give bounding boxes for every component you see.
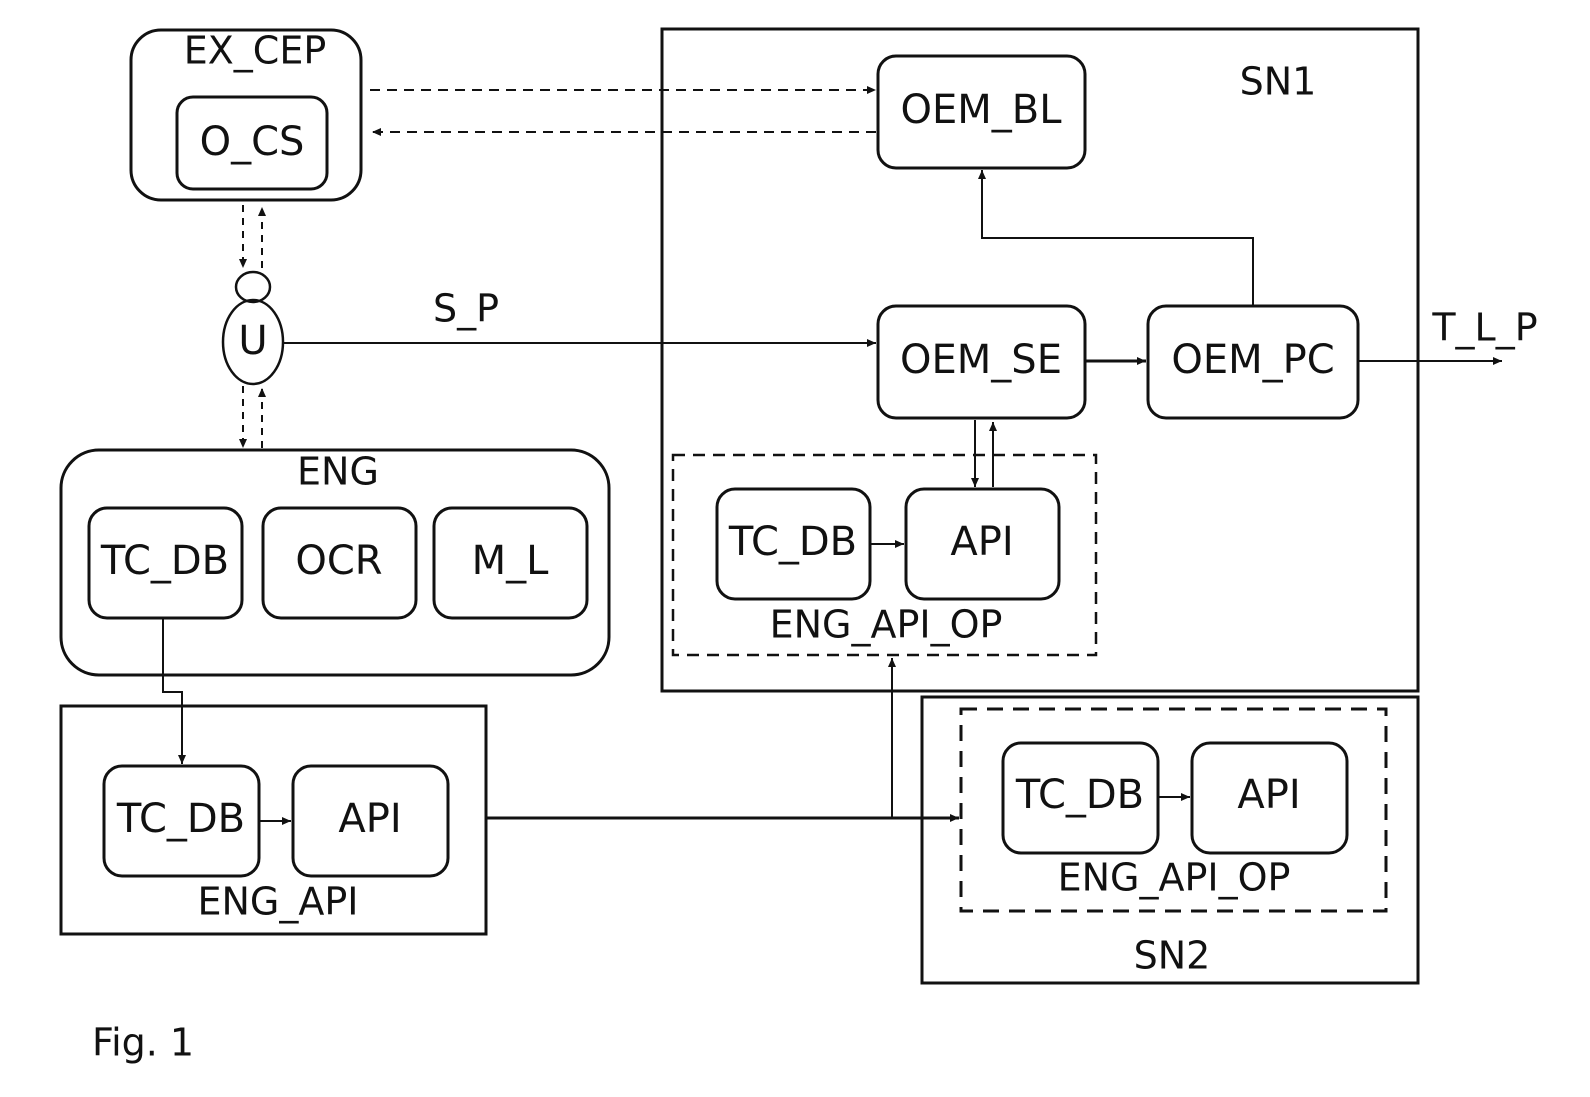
oem-bl-label: OEM_BL: [901, 87, 1063, 133]
eng-label: ENG: [297, 450, 379, 494]
eng-api-api-label: API: [338, 796, 401, 842]
m-l-label: M_L: [472, 538, 550, 584]
sn2-api-label: API: [1237, 772, 1300, 818]
sn1-tc-db-label: TC_DB: [728, 519, 857, 565]
eng-tc-db-to-eng-api-tc-db-arrow: [163, 618, 182, 764]
oem-pc-to-oem-bl-arrow: [982, 170, 1253, 306]
oem-pc-label: OEM_PC: [1171, 337, 1334, 383]
s-p-label: S_P: [433, 287, 499, 331]
sn2-label: SN2: [1134, 934, 1211, 978]
sn1-label: SN1: [1240, 60, 1317, 104]
ex-cep-label: EX_CEP: [184, 29, 327, 73]
user-head: [236, 272, 270, 302]
sn1-api-label: API: [950, 519, 1013, 565]
eng-api-op-sn1-label: ENG_API_OP: [770, 603, 1003, 647]
t-l-p-label: T_L_P: [1431, 306, 1537, 350]
eng-api-label: ENG_API: [198, 880, 359, 924]
figure-caption: Fig. 1: [92, 1021, 194, 1065]
eng-api-op-sn2-label: ENG_API_OP: [1058, 856, 1291, 900]
eng-api-tc-db-label: TC_DB: [116, 796, 245, 842]
sn2-tc-db-label: TC_DB: [1015, 772, 1144, 818]
oem-se-label: OEM_SE: [900, 337, 1062, 383]
user-label: U: [238, 318, 267, 364]
eng-tc-db-label: TC_DB: [100, 538, 229, 584]
ocr-label: OCR: [295, 538, 382, 584]
o-cs-label: O_CS: [200, 119, 305, 165]
